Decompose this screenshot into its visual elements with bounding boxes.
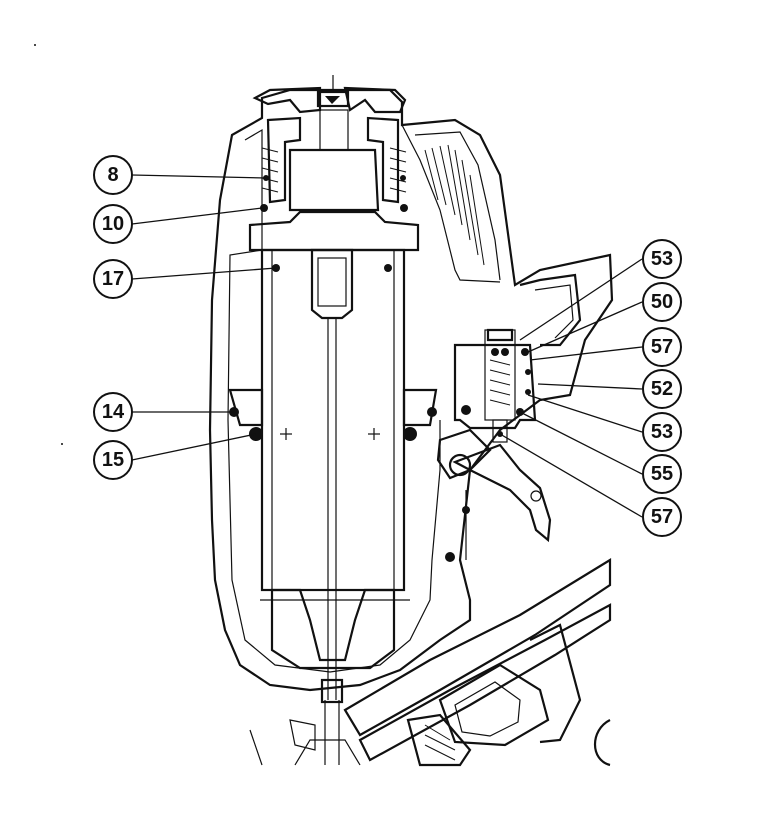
magazine xyxy=(249,558,612,767)
callout-15: 15 xyxy=(93,440,133,480)
callout-17: 17 xyxy=(93,259,133,299)
callout-57-top: 57 xyxy=(642,327,682,367)
leader-lines xyxy=(131,174,643,518)
trigger-valve xyxy=(453,328,537,443)
callout-50: 50 xyxy=(642,282,682,322)
callout-52-label: 52 xyxy=(651,378,673,400)
callout-55-label: 55 xyxy=(651,463,673,485)
callout-53-top: 53 xyxy=(642,239,682,279)
callout-55: 55 xyxy=(642,454,682,494)
callout-57-bottom: 57 xyxy=(642,497,682,537)
callout-14: 14 xyxy=(93,392,133,432)
leader-50 xyxy=(527,301,643,353)
tool-housing xyxy=(208,88,614,692)
leader-17 xyxy=(131,267,277,280)
callout-57-bottom-label: 57 xyxy=(651,506,673,528)
leader-53a xyxy=(519,258,643,341)
trigger xyxy=(436,428,552,562)
callout-53-bottom: 53 xyxy=(642,412,682,452)
callout-8-label: 8 xyxy=(107,164,118,186)
callout-10: 10 xyxy=(93,204,133,244)
callout-15-label: 15 xyxy=(102,449,124,471)
leader-15 xyxy=(131,433,257,461)
callout-8: 8 xyxy=(93,155,133,195)
top-cap xyxy=(248,75,420,252)
callout-17-label: 17 xyxy=(102,268,124,290)
leader-52 xyxy=(537,383,643,390)
leader-55 xyxy=(519,411,643,475)
leader-53b xyxy=(527,394,643,433)
callout-10-label: 10 xyxy=(102,213,124,235)
callout-50-label: 50 xyxy=(651,291,673,313)
callout-53-top-label: 53 xyxy=(651,248,673,270)
callout-53-bottom-label: 53 xyxy=(651,421,673,443)
leader-10 xyxy=(131,207,263,225)
callout-52: 52 xyxy=(642,369,682,409)
cylinder xyxy=(228,248,438,700)
leader-57b xyxy=(499,433,643,518)
leader-57a xyxy=(529,346,643,361)
callout-57-top-label: 57 xyxy=(651,336,673,358)
callout-14-label: 14 xyxy=(102,401,125,423)
leader-8 xyxy=(131,174,267,179)
